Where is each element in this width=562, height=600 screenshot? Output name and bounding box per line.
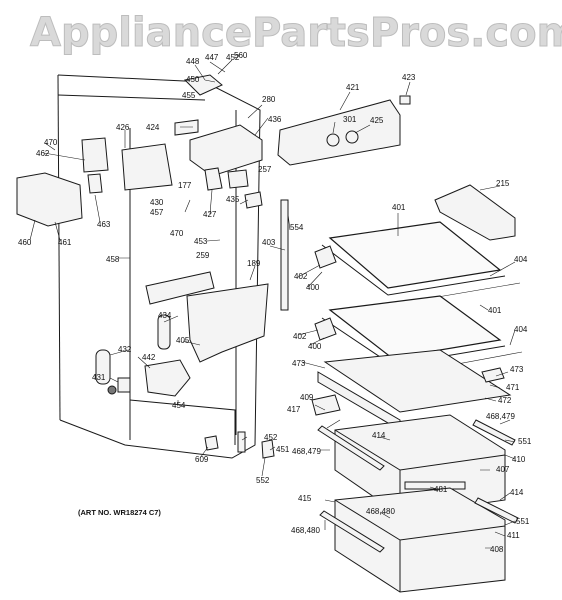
callout-label: 473 — [292, 359, 306, 368]
callout-label: 434 — [158, 311, 172, 320]
shelf-upper — [314, 221, 521, 301]
callout-label: 450 — [186, 75, 200, 84]
callout-label: 452 — [264, 433, 278, 442]
callout-label: 259 — [196, 251, 210, 260]
callout-label: 404 — [514, 255, 528, 264]
callout-label: 401 — [392, 203, 406, 212]
callout-label: 301 — [343, 115, 357, 124]
callout-label: 473 — [510, 365, 524, 374]
callout-label: 551 — [516, 517, 530, 526]
callout-label: 427 — [203, 210, 217, 219]
callout-label: 460 — [18, 238, 32, 247]
door-bin — [434, 184, 516, 241]
callout-label: 402 — [293, 332, 307, 341]
callout-label: 257 — [258, 165, 272, 174]
callout-label: 470 — [170, 229, 184, 238]
callout-label: 554 — [290, 223, 304, 232]
callout-label: 401 — [488, 306, 502, 315]
callout-label: 215 — [496, 179, 510, 188]
callout-label: 409 — [300, 393, 314, 402]
callout-label: 471 — [506, 383, 520, 392]
callout-label: 280 — [262, 95, 276, 104]
callout-label: 411 — [507, 531, 520, 540]
callout-label: 468,480 — [366, 507, 395, 516]
watermark-logo: AppliancePartsPros.com — [30, 10, 562, 57]
callout-label: 425 — [370, 116, 384, 125]
callout-label: 457 — [150, 208, 164, 217]
callout-label: 410 — [512, 455, 526, 464]
callout-label: 455 — [182, 91, 196, 100]
callout-label: 461 — [58, 238, 72, 247]
leader-lines — [29, 59, 516, 549]
callout-label: 453 — [194, 237, 208, 246]
callout-label: 436 — [268, 115, 282, 124]
callout-label: 407 — [496, 465, 510, 474]
callout-label: 435 — [226, 195, 240, 204]
callout-label: 408 — [490, 545, 504, 554]
callout-label: 405 — [176, 336, 190, 345]
callout-label: 463 — [97, 220, 111, 229]
callout-label: 447 — [205, 53, 219, 62]
callout-label: 189 — [247, 259, 261, 268]
callout-label: 421 — [346, 83, 360, 92]
callout-label: 470 — [44, 138, 58, 147]
shelf-middle — [314, 295, 523, 371]
callout-label: 417 — [287, 405, 301, 414]
callout-label: 462 — [36, 149, 50, 158]
top-controls — [16, 74, 411, 227]
callout-label: 414 — [372, 431, 386, 440]
callout-label: 458 — [106, 255, 120, 264]
left-interior — [95, 271, 275, 459]
callout-label: 430 — [150, 198, 164, 207]
callout-label: 468,479 — [486, 412, 515, 421]
shelf-ladder — [280, 199, 289, 311]
callout-label: 400 — [306, 283, 320, 292]
callout-label: 472 — [498, 396, 512, 405]
callout-label: 432 — [118, 345, 132, 354]
callout-label: 468,479 — [292, 447, 321, 456]
callout-label: 560 — [234, 51, 248, 60]
callout-label: 442 — [142, 353, 156, 362]
callout-label: 454 — [172, 401, 186, 410]
callout-label: 448 — [186, 57, 200, 66]
callout-label: 403 — [262, 238, 276, 247]
callout-label: 481 — [434, 485, 448, 494]
callout-label: 452 — [226, 53, 240, 62]
callout-label: 468,480 — [291, 526, 320, 535]
callout-label: 423 — [402, 73, 416, 82]
callout-label: 426 — [116, 123, 130, 132]
crisper-assembly — [311, 349, 519, 593]
callout-label: 414 — [510, 488, 524, 497]
callout-label: 402 — [294, 272, 308, 281]
callout-label: 551 — [518, 437, 532, 446]
callout-label: 431 — [92, 373, 106, 382]
callout-label: 451 — [276, 445, 290, 454]
callout-label: 400 — [308, 342, 322, 351]
callout-label: 177 — [178, 181, 192, 190]
callout-label: 415 — [298, 494, 312, 503]
art-number: (ART NO. WR18274 C7) — [78, 508, 161, 517]
callout-label: 424 — [146, 123, 160, 132]
callout-label: 552 — [256, 476, 270, 485]
callout-label: 609 — [195, 455, 209, 464]
callout-label: 404 — [514, 325, 528, 334]
